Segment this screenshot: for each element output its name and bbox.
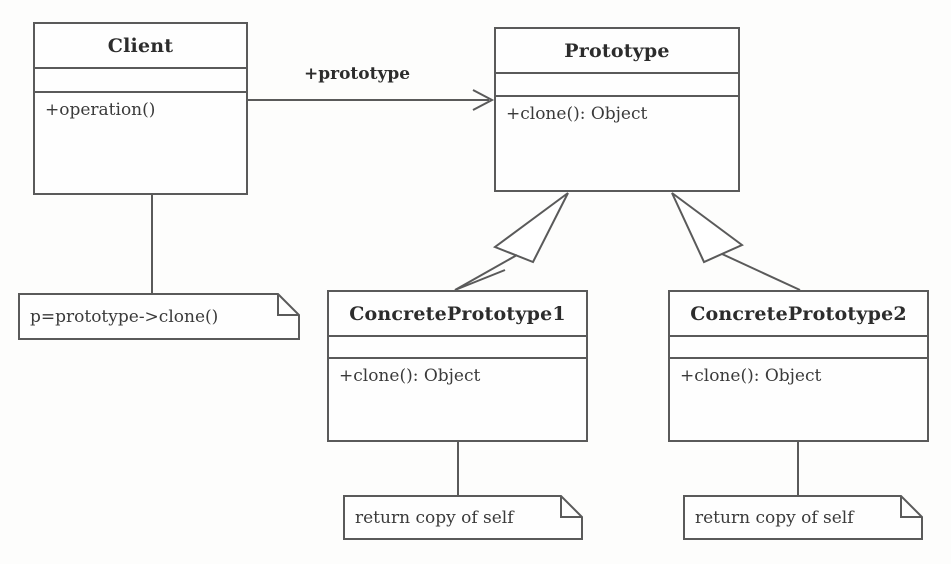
- note-text-concrete-prototype-2: return copy of self: [695, 507, 854, 528]
- class-box-prototype[interactable]: Prototype +clone(): Object: [494, 27, 740, 192]
- class-attributes-prototype: [496, 74, 738, 95]
- class-divider: [329, 357, 586, 359]
- class-name-concrete-prototype-1: ConcretePrototype1: [329, 292, 586, 335]
- generalization-concrete2-prototype: [671, 192, 801, 291]
- note-text-concrete-prototype-1: return copy of self: [355, 507, 514, 528]
- class-divider: [35, 67, 246, 69]
- note-box-client[interactable]: p=prototype->clone(): [18, 293, 300, 340]
- generalization-line: [454, 269, 506, 291]
- class-divider: [670, 357, 927, 359]
- class-divider: [329, 335, 586, 337]
- class-operations-client: +operation(): [35, 93, 246, 120]
- hollow-triangle-icon: [671, 192, 744, 264]
- class-name-label: Prototype: [564, 39, 670, 62]
- open-arrow-icon: [472, 89, 495, 111]
- note-box-concrete-prototype-2[interactable]: return copy of self: [683, 495, 923, 540]
- association-client-prototype: [248, 89, 495, 111]
- class-attributes-client: [35, 69, 246, 91]
- generalization-concrete1-prototype: [454, 192, 569, 291]
- hollow-triangle-icon: [492, 192, 569, 264]
- class-attributes-concrete-prototype-1: [329, 337, 586, 357]
- class-divider: [670, 335, 927, 337]
- note-box-concrete-prototype-1[interactable]: return copy of self: [343, 495, 583, 540]
- note-fold-icon: [900, 496, 922, 518]
- operation-item: +clone(): Object: [680, 366, 822, 386]
- note-outline: [683, 495, 923, 540]
- note-text-client: p=prototype->clone(): [30, 306, 219, 327]
- class-name-label: ConcretePrototype1: [349, 302, 566, 325]
- operation-item: +operation(): [45, 100, 156, 120]
- class-divider: [496, 95, 738, 97]
- class-operations-concrete-prototype-2: +clone(): Object: [670, 359, 927, 386]
- association-label-text: +prototype: [304, 64, 411, 84]
- class-operations-concrete-prototype-1: +clone(): Object: [329, 359, 586, 386]
- class-attributes-concrete-prototype-2: [670, 337, 927, 357]
- generalization-tail: [454, 254, 518, 291]
- class-divider: [496, 72, 738, 74]
- class-operations-prototype: +clone(): Object: [496, 97, 738, 124]
- class-box-concrete-prototype-2[interactable]: ConcretePrototype2 +clone(): Object: [668, 290, 929, 442]
- note-shape: [343, 495, 583, 540]
- class-name-prototype: Prototype: [496, 29, 738, 72]
- note-outline: [18, 293, 300, 340]
- class-divider: [35, 91, 246, 93]
- note-fold-icon: [277, 294, 299, 316]
- note-outline: [343, 495, 583, 540]
- class-name-label: Client: [107, 34, 174, 57]
- operation-item: +clone(): Object: [506, 104, 648, 124]
- class-box-concrete-prototype-1[interactable]: ConcretePrototype1 +clone(): Object: [327, 290, 588, 442]
- class-name-concrete-prototype-2: ConcretePrototype2: [670, 292, 927, 335]
- note-shape: [683, 495, 923, 540]
- operation-item: +clone(): Object: [339, 366, 481, 386]
- class-name-label: ConcretePrototype2: [690, 302, 907, 325]
- note-fold-icon: [560, 496, 582, 518]
- generalization-tail: [721, 253, 801, 291]
- class-box-client[interactable]: Client +operation(): [33, 22, 248, 195]
- note-shape: [18, 293, 300, 340]
- class-name-client: Client: [35, 24, 246, 67]
- association-label-prototype: +prototype: [304, 64, 410, 84]
